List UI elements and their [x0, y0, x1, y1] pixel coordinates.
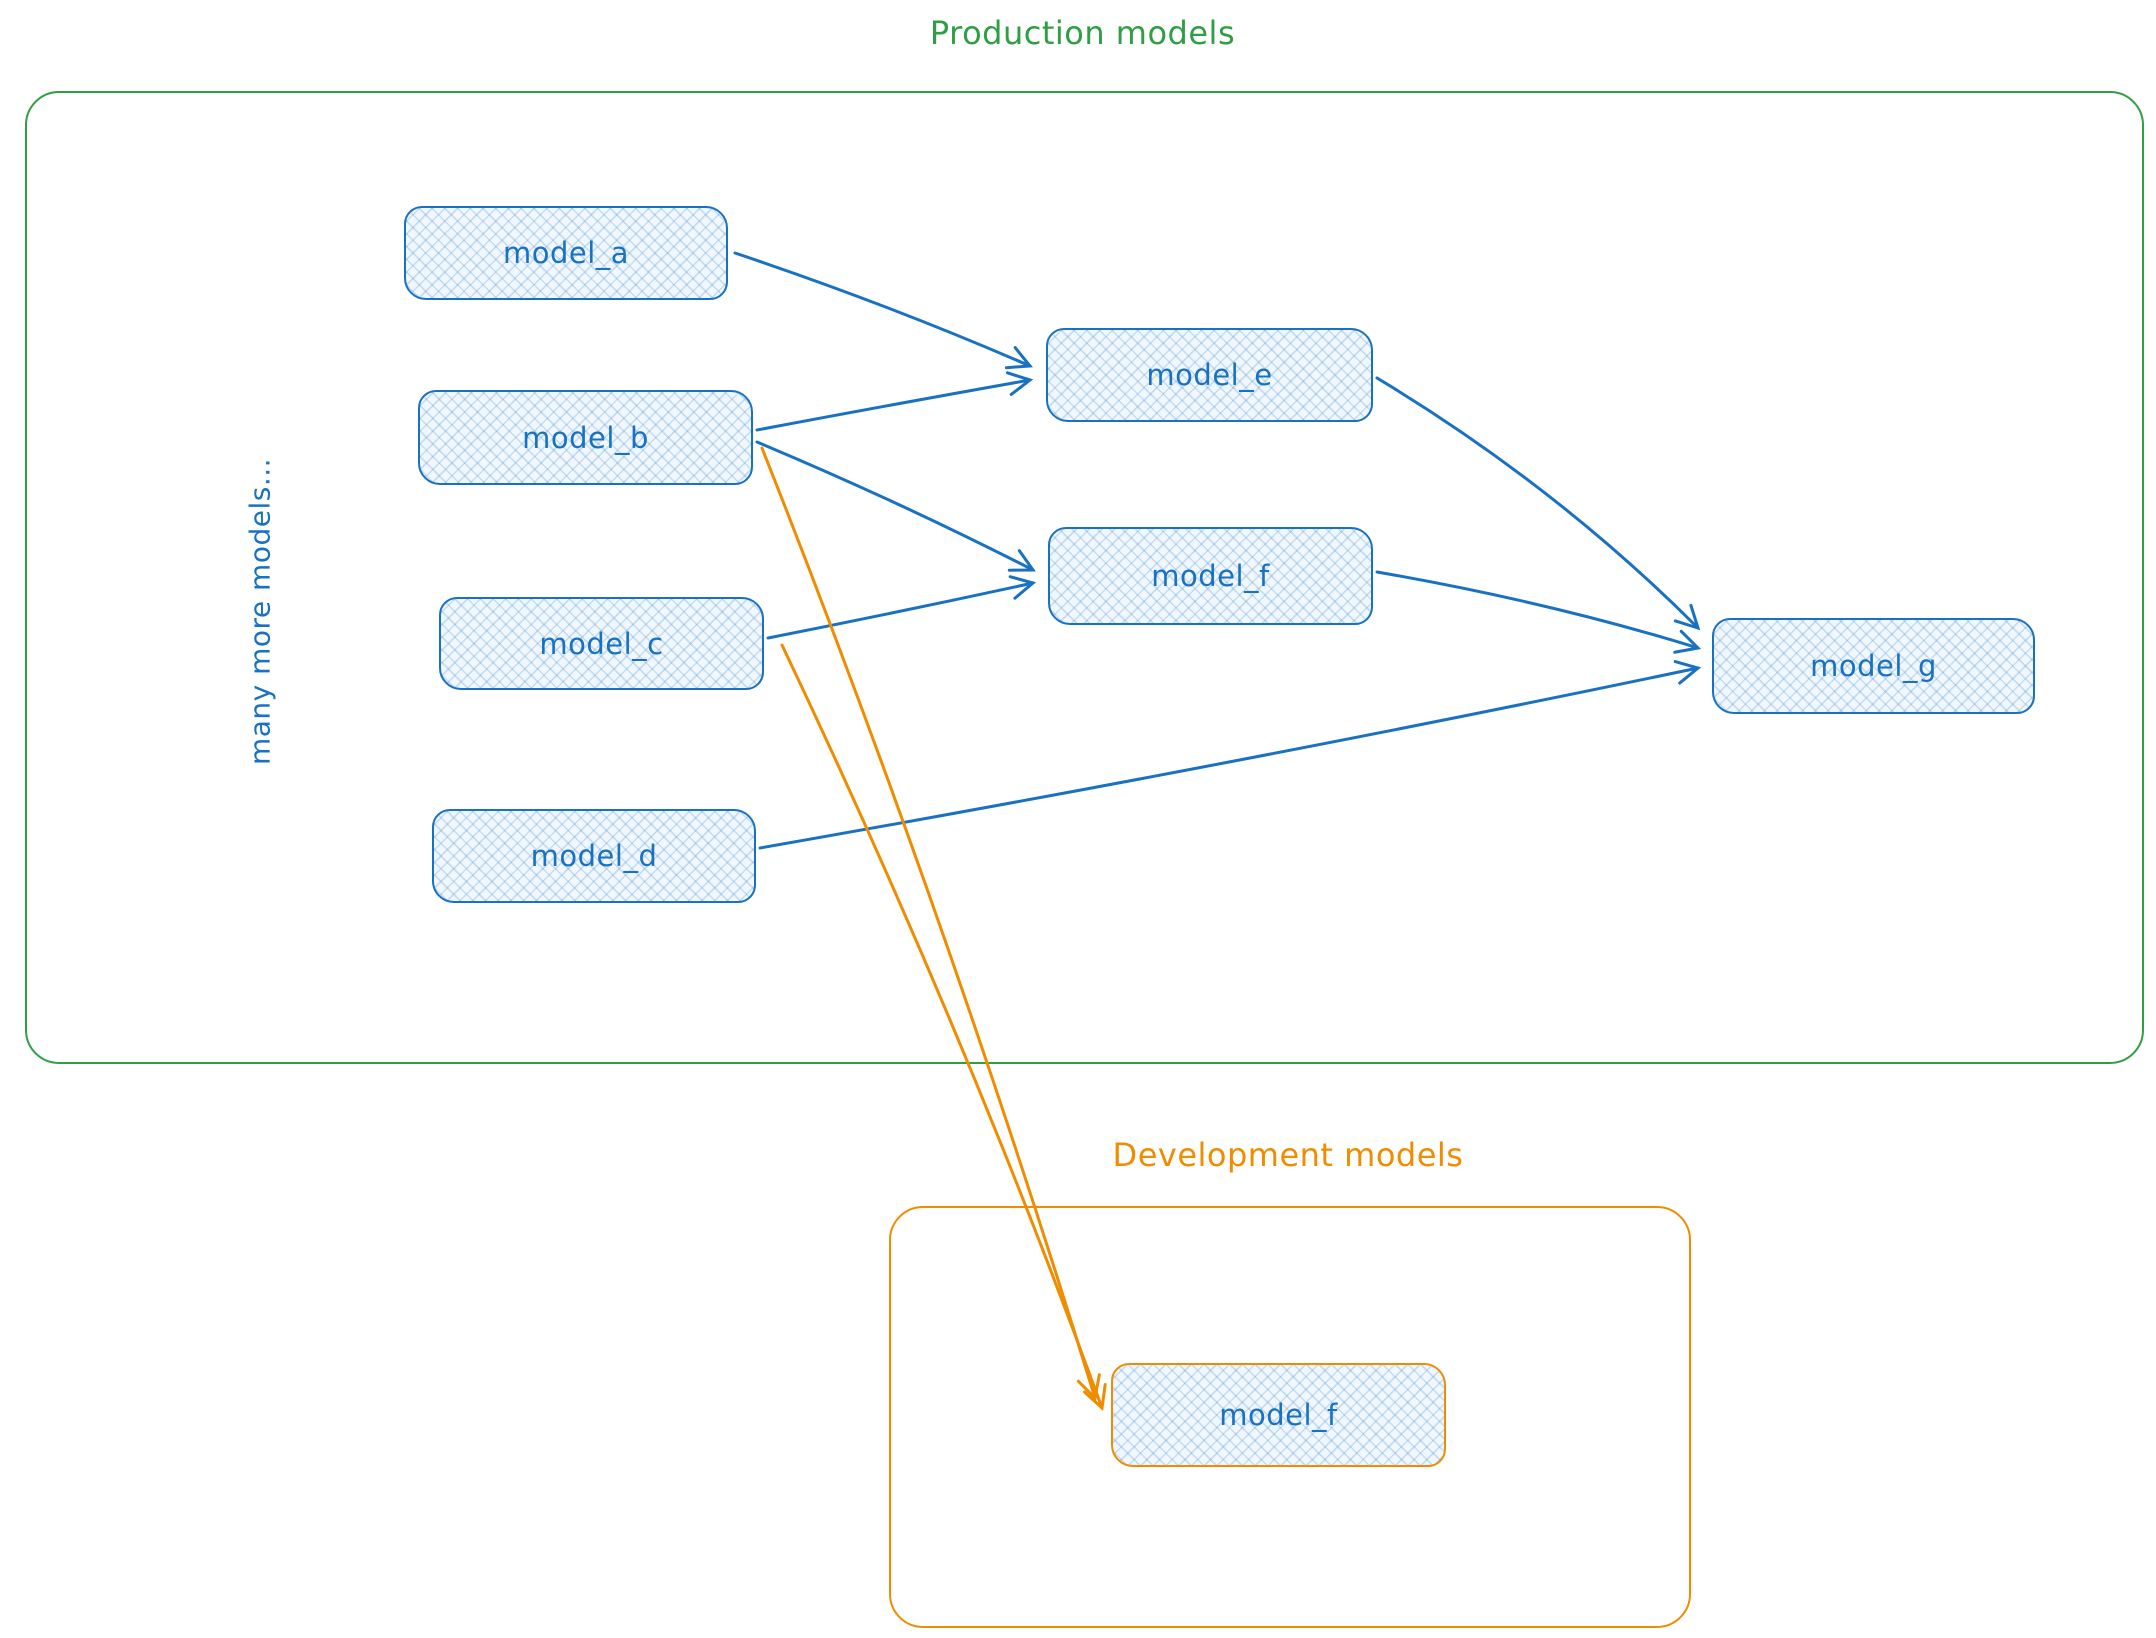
- node-dev-model-f-label: model_f: [1219, 1398, 1338, 1432]
- node-model-d: model_d: [432, 809, 756, 903]
- node-model-b-label: model_b: [522, 420, 649, 455]
- node-model-e: model_e: [1046, 328, 1373, 422]
- node-model-f-label: model_f: [1151, 559, 1270, 593]
- node-model-e-label: model_e: [1146, 358, 1273, 392]
- node-model-g-label: model_g: [1810, 649, 1937, 683]
- many-more-models-label: many more models...: [243, 457, 277, 766]
- development-group-title: Development models: [1112, 1136, 1464, 1174]
- node-model-d-label: model_d: [530, 839, 658, 873]
- node-model-g: model_g: [1712, 618, 2035, 714]
- node-model-f: model_f: [1048, 527, 1373, 625]
- node-model-b: model_b: [418, 390, 753, 485]
- node-model-a: model_a: [404, 206, 728, 300]
- node-dev-model-f: model_f: [1111, 1363, 1446, 1467]
- production-group-title: Production models: [929, 14, 1236, 52]
- node-model-a-label: model_a: [502, 236, 630, 270]
- node-model-c-label: model_c: [539, 626, 664, 661]
- node-model-c: model_c: [439, 597, 764, 690]
- development-group-box: [889, 1206, 1691, 1628]
